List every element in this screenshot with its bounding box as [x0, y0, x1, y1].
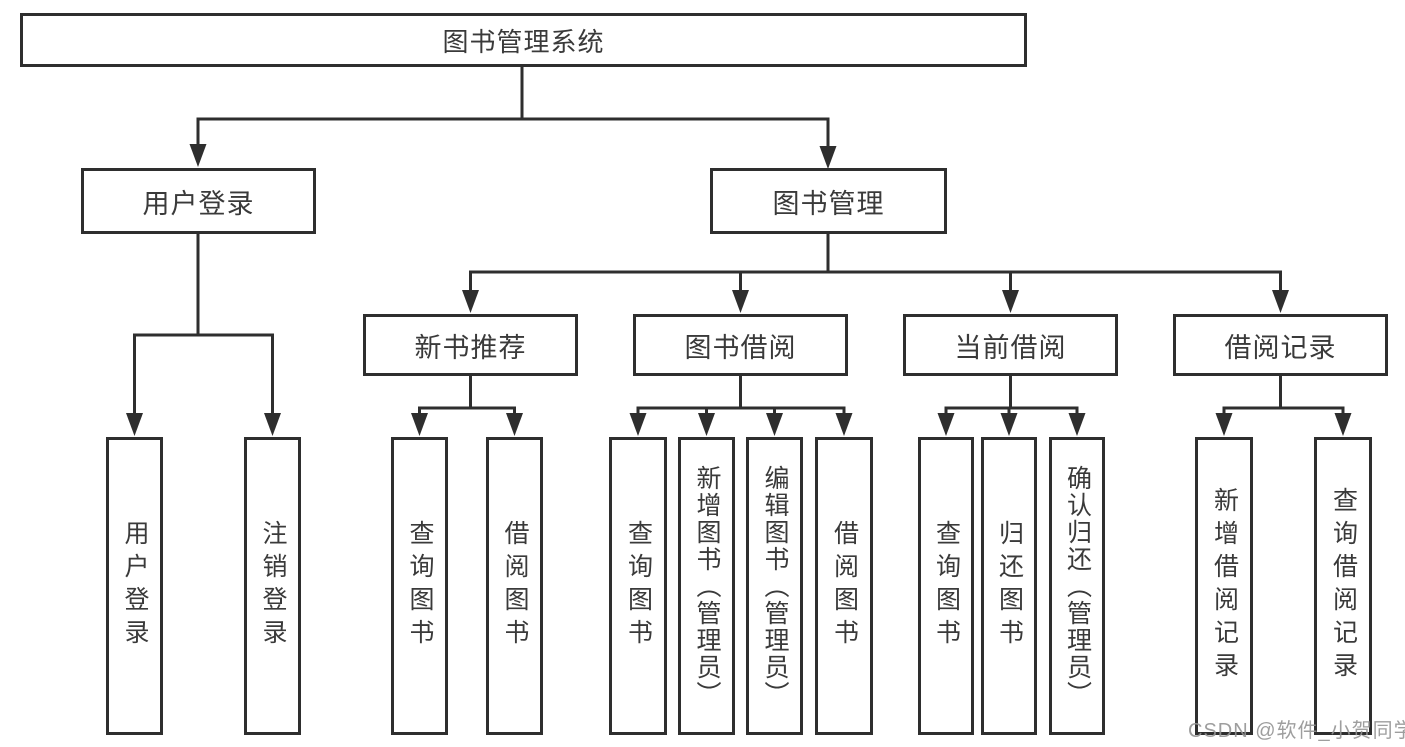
node-user-login: 用户登录 [81, 168, 316, 234]
node-new-book-recommend: 新书推荐 [363, 314, 578, 376]
leaf-query-borrow-record: 查询借阅记录 [1314, 437, 1372, 735]
leaf-confirm-return-admin: 确认归还（管理员） [1049, 437, 1105, 735]
leaf-borrow-books: 借阅图书 [815, 437, 873, 735]
csdn-watermark: CSDN @软件_小贺同学 [1188, 720, 1405, 742]
leaf-query-books-borrow: 查询图书 [609, 437, 667, 735]
leaf-add-borrow-record: 新增借阅记录 [1195, 437, 1253, 735]
node-library-system: 图书管理系统 [20, 13, 1027, 67]
leaf-query-books-recommend: 查询图书 [391, 437, 448, 735]
leaf-return-book: 归还图书 [981, 437, 1037, 735]
leaf-edit-book-admin: 编辑图书（管理员） [746, 437, 803, 735]
node-book-borrow: 图书借阅 [633, 314, 848, 376]
node-current-borrow: 当前借阅 [903, 314, 1118, 376]
node-book-management: 图书管理 [710, 168, 947, 234]
leaf-borrow-books-recommend: 借阅图书 [486, 437, 543, 735]
leaf-query-books-current: 查询图书 [918, 437, 974, 735]
leaf-user-login: 用户登录 [106, 437, 163, 735]
leaf-add-book-admin: 新增图书（管理员） [678, 437, 735, 735]
leaf-logout: 注销登录 [244, 437, 301, 735]
node-borrow-records: 借阅记录 [1173, 314, 1388, 376]
